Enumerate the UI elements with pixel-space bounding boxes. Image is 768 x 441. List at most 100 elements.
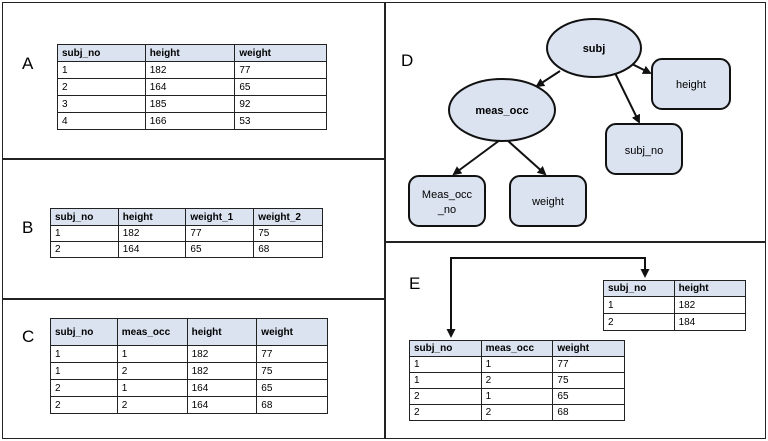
edge-meas-occ-weight — [506, 139, 547, 176]
node-meas-occ-no-label-1: Meas_occ — [422, 189, 473, 201]
column-header: height — [117, 208, 187, 226]
table-cell: 1 — [603, 296, 675, 314]
table-cell: 68 — [253, 241, 323, 258]
table-cell: 4 — [57, 112, 146, 130]
edge-subj-subj-no — [614, 72, 640, 124]
table-cell: 2 — [603, 313, 675, 331]
table-cell: 2 — [57, 78, 146, 96]
table-cell: 164 — [144, 78, 236, 96]
table-cell: 75 — [552, 372, 625, 389]
table-cell: 1 — [116, 345, 188, 363]
column-header: meas_occ — [116, 318, 188, 346]
column-header: height — [673, 280, 747, 297]
table-cell: 2 — [409, 404, 482, 421]
table-cell: 1 — [480, 356, 554, 373]
table-cell: 65 — [234, 78, 327, 96]
table-cell: 182 — [673, 296, 747, 314]
node-meas-occ: meas_occ — [448, 78, 556, 142]
node-subj-no-label: subj_no — [625, 145, 664, 157]
node-meas-occ-no: Meas_occ _no — [408, 175, 486, 227]
table-cell: 77 — [552, 356, 625, 373]
node-height-label: height — [676, 79, 706, 91]
divider-b-c — [2, 298, 385, 300]
table-cell: 1 — [50, 362, 118, 380]
table-cell: 2 — [409, 388, 482, 405]
column-header: height — [144, 44, 236, 62]
table-cell: 65 — [552, 388, 625, 405]
table-cell: 1 — [409, 356, 482, 373]
table-cell: 185 — [144, 95, 236, 113]
column-header: weight — [256, 318, 328, 346]
node-subj-no: subj_no — [605, 123, 683, 175]
table-cell: 164 — [186, 396, 258, 414]
column-header: subj_no — [603, 280, 675, 297]
panel-label-c: C — [22, 327, 35, 346]
table-cell: 2 — [480, 404, 554, 421]
divider-d-e — [384, 241, 766, 243]
table-cell: 2 — [50, 396, 118, 414]
node-meas-occ-label: meas_occ — [475, 105, 528, 117]
table-cell: 77 — [256, 345, 328, 363]
table-cell: 1 — [50, 225, 119, 242]
node-weight-label: weight — [531, 196, 564, 208]
table-cell: 1 — [480, 388, 554, 405]
center-divider — [384, 2, 386, 439]
table-cell: 1 — [409, 372, 482, 389]
edge-meas-occ-meas-occ-no — [452, 139, 501, 176]
table-cell: 184 — [673, 313, 747, 331]
table-cell: 1 — [116, 379, 188, 397]
table-cell: 2 — [116, 362, 188, 380]
table-cell: 68 — [552, 404, 625, 421]
column-header: weight — [234, 44, 327, 62]
column-header: weight — [552, 340, 625, 357]
column-header: meas_occ — [480, 340, 554, 357]
column-header: weight_2 — [253, 208, 323, 226]
node-height: height — [651, 58, 731, 110]
table-cell: 2 — [116, 396, 188, 414]
table-cell: 65 — [185, 241, 255, 258]
table-cell: 182 — [117, 225, 187, 242]
column-header: height — [186, 318, 258, 346]
panel-label-d: D — [401, 51, 414, 70]
table-cell: 182 — [144, 61, 236, 79]
node-subj: subj — [546, 18, 642, 78]
node-subj-label: subj — [583, 43, 606, 55]
table-cell: 2 — [50, 241, 119, 258]
table-cell: 75 — [256, 362, 328, 380]
panel-label-e: E — [409, 274, 421, 293]
table-cell: 53 — [234, 112, 327, 130]
divider-a-b — [2, 158, 385, 160]
node-weight: weight — [509, 175, 587, 227]
panel-label-b: B — [22, 218, 34, 237]
panel-label-a: A — [22, 54, 34, 73]
column-header: subj_no — [50, 208, 119, 226]
table-cell: 182 — [186, 362, 258, 380]
table-cell: 2 — [480, 372, 554, 389]
column-header: subj_no — [409, 340, 482, 357]
